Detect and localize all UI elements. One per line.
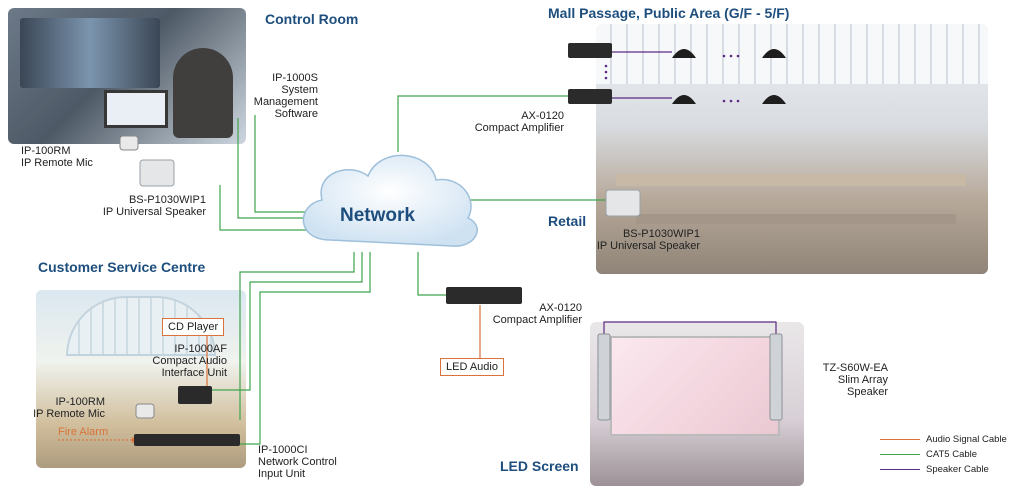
legend-item-speaker: Speaker Cable bbox=[880, 464, 989, 475]
remote-mic-icon bbox=[119, 135, 155, 419]
heading-retail: Retail bbox=[548, 213, 587, 229]
ceiling-speaker-icon bbox=[672, 49, 786, 104]
label-led-audio: LED Audio bbox=[440, 358, 504, 376]
network-label: Network bbox=[340, 205, 415, 226]
heading-customer-service: Customer Service Centre bbox=[38, 259, 206, 275]
network-cloud-icon bbox=[302, 154, 478, 247]
control-room-photo bbox=[8, 8, 246, 144]
legend-line-cat5 bbox=[880, 453, 920, 456]
legend-item-audio: Audio Signal Cable bbox=[880, 434, 1007, 445]
amplifier-icon bbox=[446, 43, 612, 304]
legend-line-audio bbox=[880, 438, 920, 441]
legend-line-speaker bbox=[880, 468, 920, 471]
universal-speaker-icon bbox=[139, 159, 641, 217]
label-cd-player: CD Player bbox=[162, 318, 225, 336]
heading-control-room: Control Room bbox=[265, 11, 359, 27]
input-unit-icon bbox=[134, 434, 240, 446]
led-screen-photo bbox=[590, 322, 804, 486]
interface-unit-icon bbox=[178, 386, 212, 404]
heading-led-screen: LED Screen bbox=[500, 458, 579, 474]
label-fire-alarm: Fire Alarm bbox=[58, 426, 109, 438]
heading-mall-passage: Mall Passage, Public Area (G/F - 5/F) bbox=[548, 5, 790, 21]
mall-photo bbox=[596, 24, 988, 274]
slim-array-speaker-icon bbox=[597, 333, 783, 421]
legend-item-cat5: CAT5 Cable bbox=[880, 449, 977, 460]
